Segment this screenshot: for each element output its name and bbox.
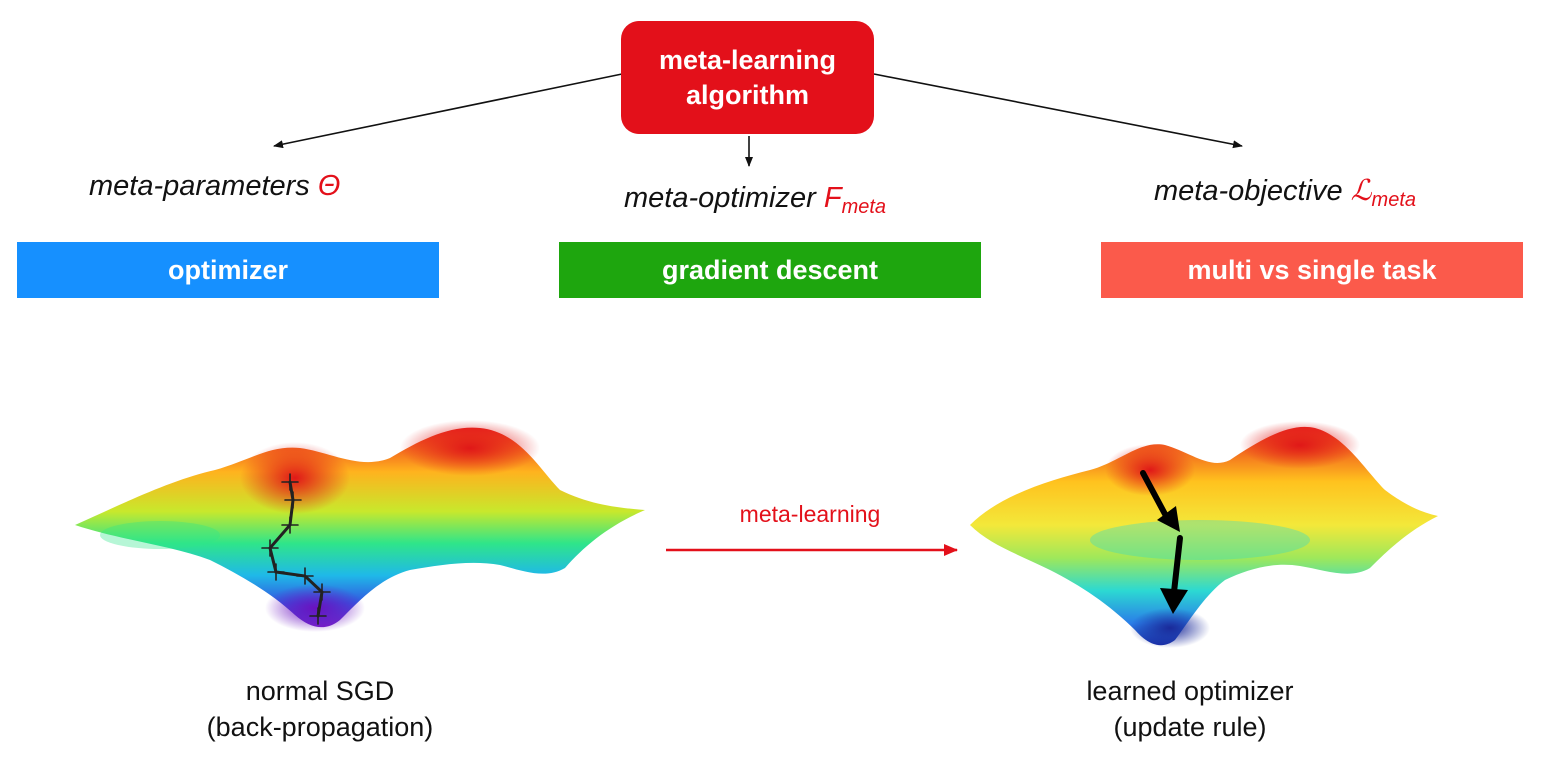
connector-right: [873, 73, 1243, 149]
gradient-descent-banner: gradient descent: [559, 242, 981, 298]
loss-symbol: ℒ: [1350, 175, 1372, 207]
right-surface-body: [970, 426, 1438, 646]
caption-line: normal SGD: [245, 676, 395, 706]
loss-subscript: meta: [1371, 189, 1417, 211]
learned-optimizer-caption: learned optimizer (update rule): [1040, 673, 1340, 745]
optimizer-banner: optimizer: [17, 242, 439, 298]
learned-update-path: [1140, 470, 1188, 614]
meta-parameters-heading: meta-parameters Θ: [89, 170, 340, 203]
heading-text: meta-objective: [1154, 175, 1343, 207]
f-subscript: meta: [841, 196, 887, 218]
sgd-loss-surface: [75, 420, 645, 632]
theta-symbol: Θ: [317, 170, 341, 202]
meta-objective-heading: meta-objective ℒmeta: [1154, 173, 1416, 212]
left-surface-body: [75, 427, 645, 628]
caption-line: (back-propagation): [206, 712, 434, 742]
right-peak-2: [1240, 421, 1360, 469]
right-pit: [1130, 608, 1210, 648]
meta-learning-algorithm-node: meta-learning algorithm: [621, 21, 874, 134]
caption-line: learned optimizer: [1086, 676, 1294, 706]
meta-optimizer-heading: meta-optimizer Fmeta: [624, 182, 886, 219]
normal-sgd-caption: normal SGD (back-propagation): [170, 673, 470, 745]
heading-text: meta-parameters: [89, 170, 310, 202]
learned-optimizer-loss-surface: [970, 421, 1438, 648]
f-symbol: F: [823, 182, 842, 214]
heading-text: meta-optimizer: [624, 182, 816, 214]
left-pit: [265, 584, 365, 632]
left-peak-2: [400, 420, 540, 476]
meta-learning-arrow-label: meta-learning: [739, 501, 881, 527]
right-peak: [1105, 444, 1195, 496]
left-peak: [240, 442, 350, 514]
multi-vs-single-task-banner: multi vs single task: [1101, 242, 1523, 298]
root-label-line1: meta-learning: [658, 44, 837, 75]
root-label-line2: algorithm: [685, 79, 809, 110]
caption-line: (update rule): [1113, 712, 1267, 742]
connector-left: [273, 73, 623, 149]
sgd-path: [261, 473, 331, 625]
